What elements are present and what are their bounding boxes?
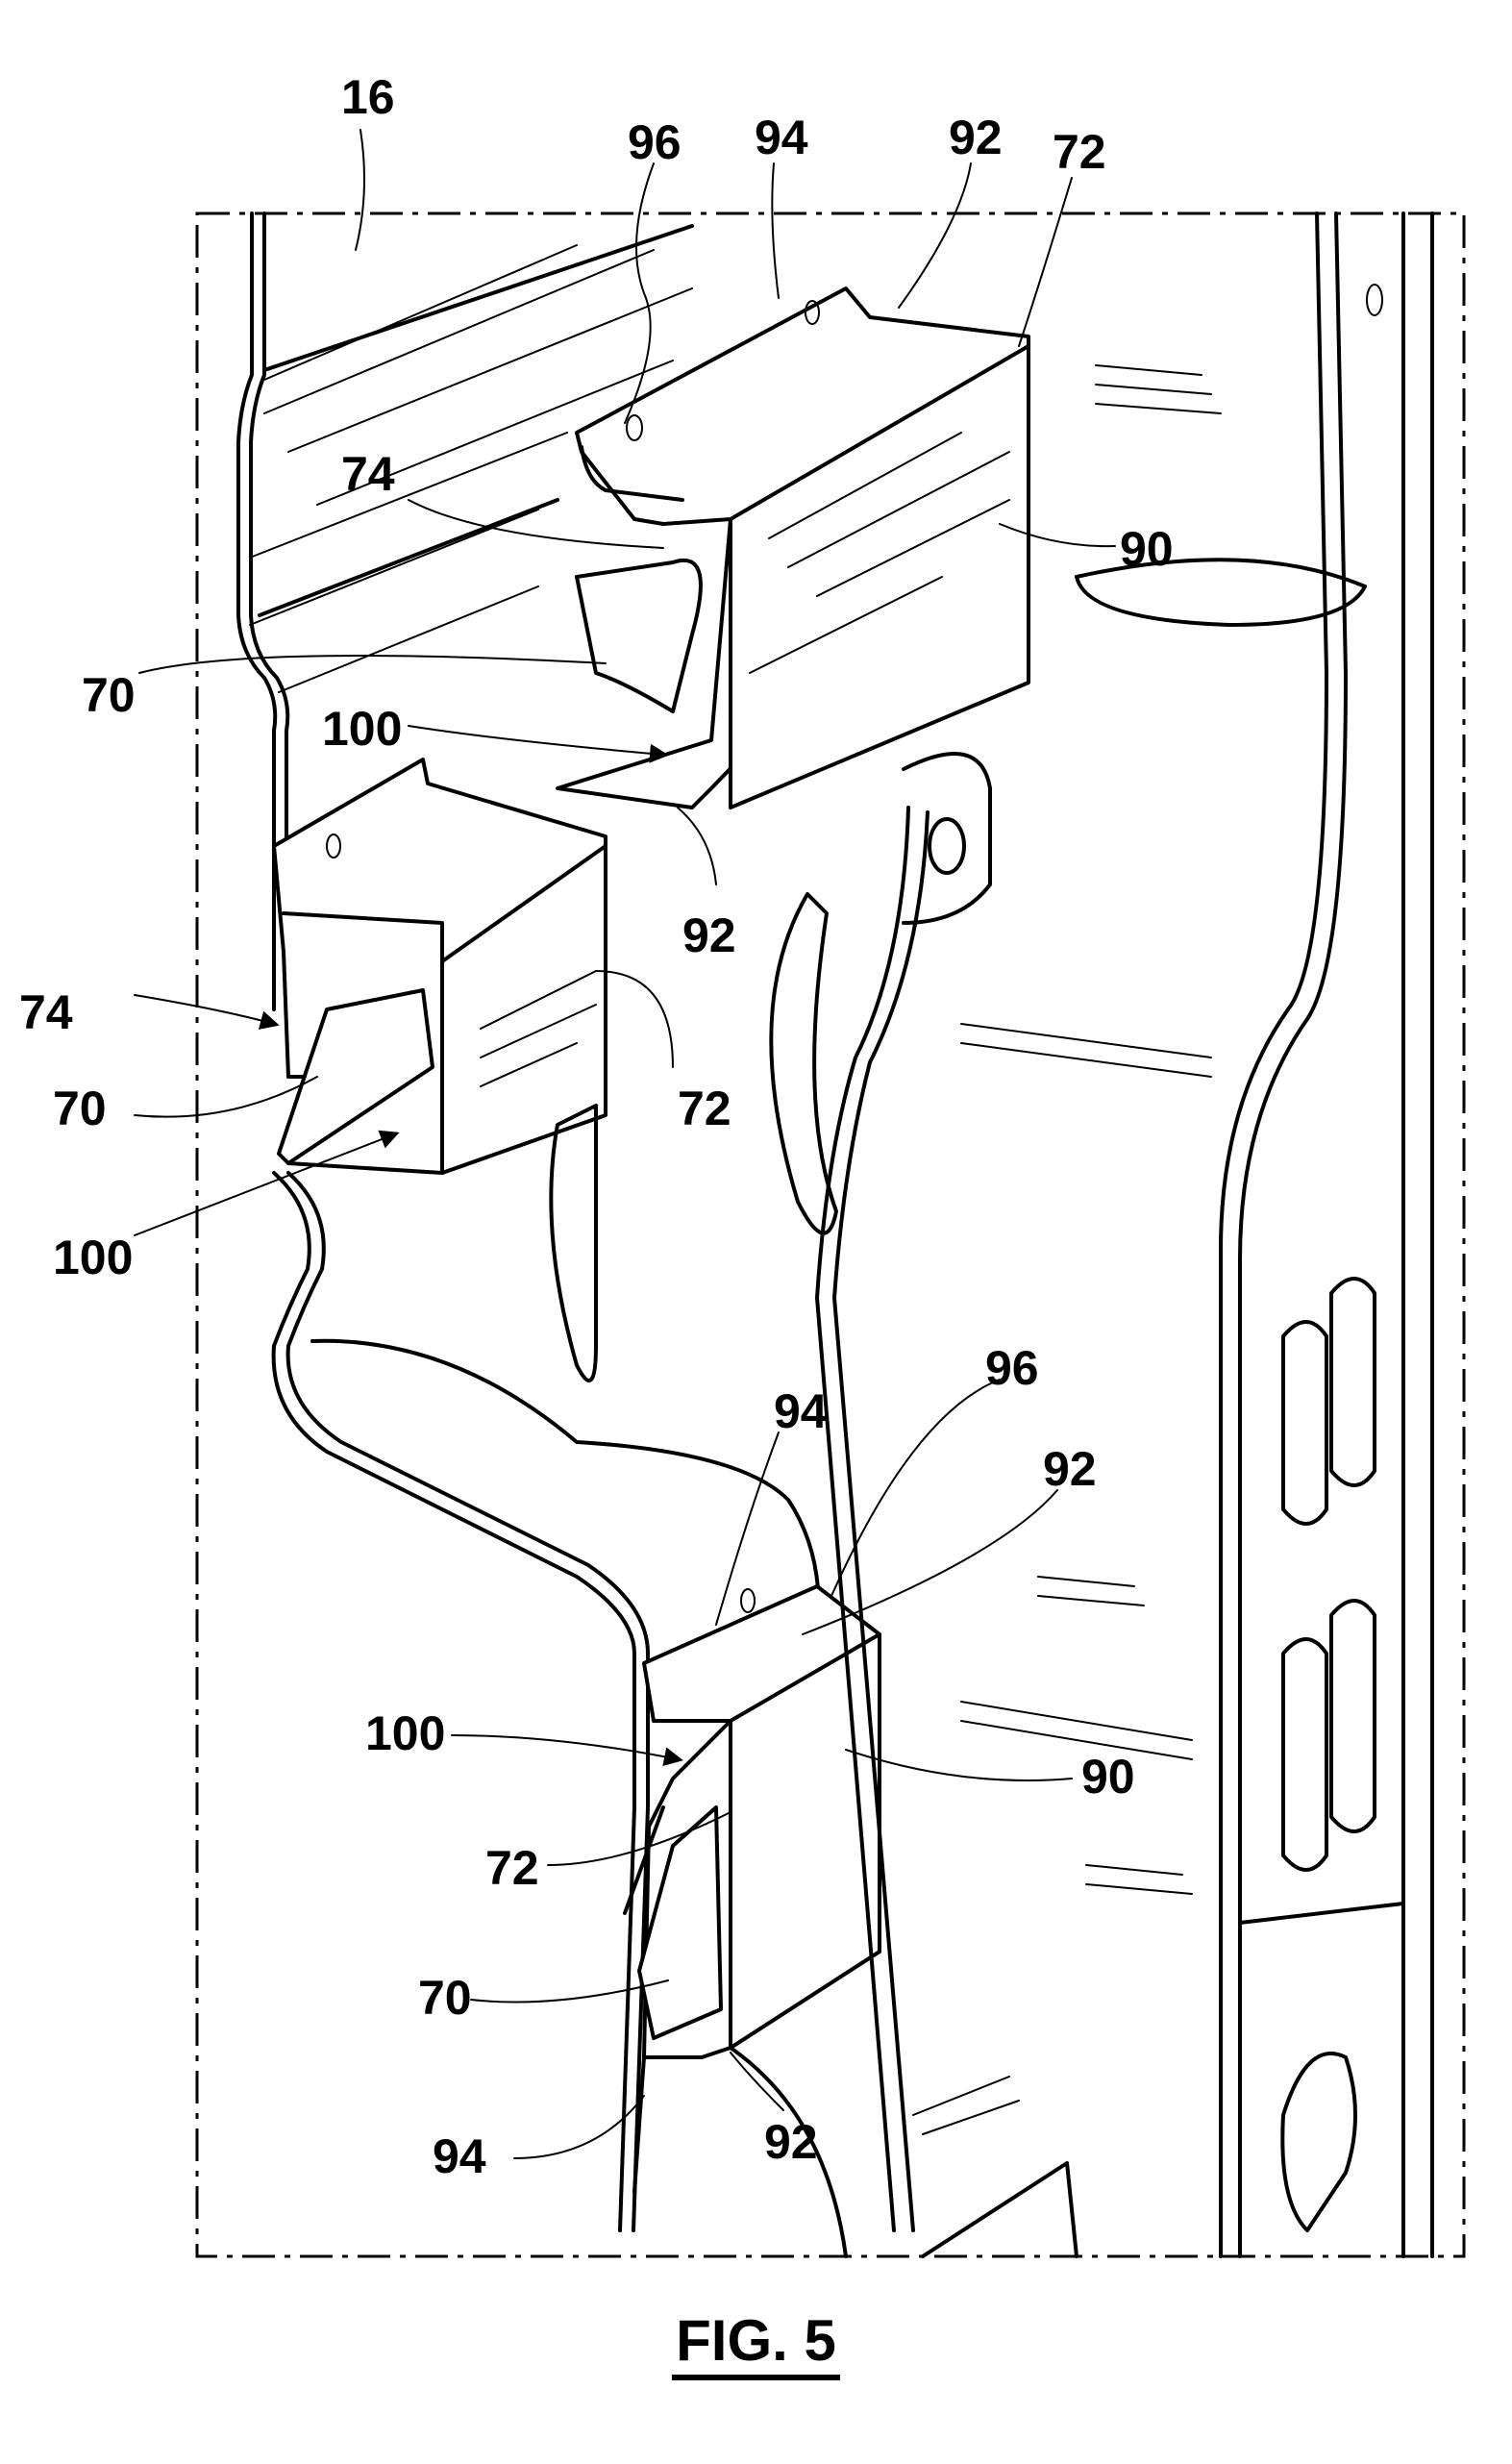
lower-bracket — [625, 1586, 880, 2192]
label-100-upper: 100 — [322, 702, 402, 756]
label-70-lower: 70 — [418, 1971, 472, 2025]
label-70-upper: 70 — [82, 668, 136, 722]
label-90-lower: 90 — [1081, 1750, 1135, 1804]
middle-bracket — [274, 759, 606, 1173]
label-72-lower: 72 — [485, 1841, 539, 1895]
label-96-upper: 96 — [628, 115, 682, 169]
label-90-upper: 90 — [1120, 522, 1174, 576]
label-72-middle: 72 — [678, 1082, 731, 1135]
label-94-bottom: 94 — [433, 2129, 486, 2183]
label-92-lower: 92 — [1043, 1442, 1097, 1496]
label-92-middle: 92 — [682, 908, 736, 962]
label-74-upper: 74 — [341, 447, 395, 501]
label-100-middle: 100 — [53, 1231, 133, 1284]
label-92-bottom: 92 — [764, 2115, 818, 2169]
upper-bracket — [558, 288, 1029, 808]
label-74-middle: 74 — [19, 985, 73, 1039]
label-94-lower: 94 — [774, 1384, 828, 1438]
label-16: 16 — [341, 70, 395, 124]
label-100-lower: 100 — [365, 1706, 445, 1760]
label-72-upper: 72 — [1053, 125, 1106, 179]
lower-wall-profile — [274, 1173, 634, 2230]
figure-caption: FIG. 5 — [0, 2307, 1512, 2374]
label-70-middle: 70 — [53, 1082, 107, 1135]
label-92-upper: 92 — [949, 111, 1003, 164]
label-94-upper: 94 — [755, 111, 808, 164]
figure-caption-text: FIG. 5 — [672, 2308, 840, 2380]
label-96-lower: 96 — [985, 1341, 1039, 1395]
